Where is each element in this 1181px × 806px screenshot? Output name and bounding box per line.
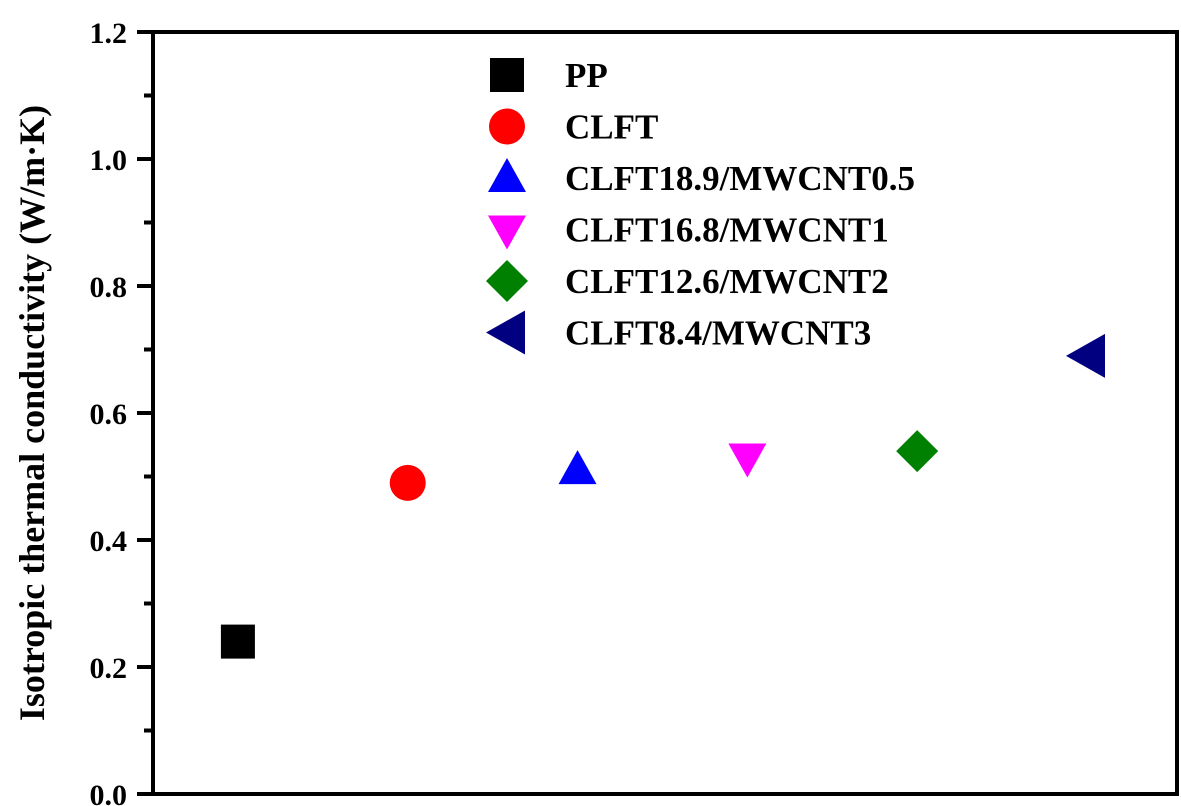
data-point-circle	[389, 464, 426, 501]
legend-label: CLFT12.6/MWCNT2	[565, 262, 889, 301]
legend: PP CLFT CLFT18.9/MWCNT0.5CLFT16.8/MWCNT1CL…	[486, 56, 915, 355]
y-axis: 0.0 0.2 0.4 0.6 0.8 1.0 1.2	[90, 17, 153, 806]
y-tick-label: 0.0	[90, 779, 128, 806]
y-tick-label: 0.6	[90, 398, 128, 431]
legend-label: CLFT	[565, 108, 658, 147]
legend-label: CLFT18.9/MWCNT0.5	[565, 159, 915, 198]
legend-label: PP	[565, 56, 608, 95]
data-point-triangle-left	[1065, 333, 1105, 378]
y-tick-label: 0.2	[90, 652, 128, 685]
legend-label: CLFT16.8/MWCNT1	[565, 211, 889, 250]
legend-marker-diamond	[486, 260, 528, 302]
y-tick-label: 1.0	[90, 144, 128, 177]
y-tick-label: 0.4	[90, 525, 128, 558]
data-point-diamond	[896, 430, 939, 473]
data-point-square	[220, 624, 255, 659]
legend-marker-square	[490, 58, 524, 92]
y-tick-label: 1.2	[90, 17, 128, 50]
plot-frame	[151, 30, 1179, 796]
legend-marker-circle	[489, 108, 525, 145]
y-tick-label: 0.8	[90, 271, 128, 304]
legend-label: CLFT8.4/MWCNT3	[565, 314, 871, 353]
legend-marker-triangle-left	[486, 310, 525, 355]
data-point-triangle-up	[558, 450, 597, 485]
data-point-triangle-down	[728, 443, 767, 478]
data-points	[220, 333, 1105, 659]
y-axis-label: Isotropic thermal conductivity (W/m·K)	[12, 105, 52, 721]
legend-marker-triangle-down	[488, 215, 526, 250]
legend-marker-triangle-up	[488, 158, 526, 192]
